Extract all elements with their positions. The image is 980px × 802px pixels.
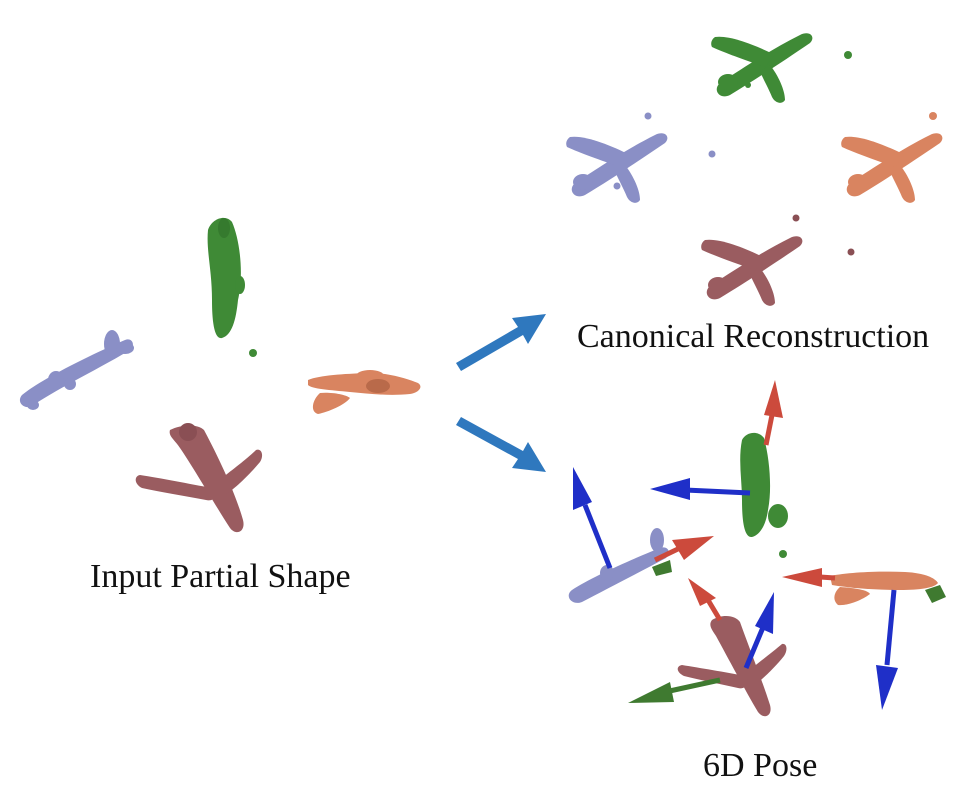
pose-axis-red-blue <box>653 536 714 563</box>
pose-axis-green-maroon <box>628 677 721 703</box>
canonical-point-maroon-2 <box>847 248 855 256</box>
input-plane-orange <box>308 370 421 414</box>
canonical-panel <box>566 33 943 306</box>
pose-axis-blue-blue <box>573 467 613 569</box>
caption-canonical-reconstruction: Canonical Reconstruction <box>577 318 930 355</box>
pose-axis-red-orange <box>782 568 836 587</box>
canonical-plane-green <box>711 33 813 103</box>
pose-plane-orange <box>830 571 938 606</box>
caption-6d-pose: 6D Pose <box>703 747 818 784</box>
canonical-point-blue-2 <box>708 150 716 158</box>
input-plane-green <box>207 217 257 357</box>
pose-plane-green <box>740 432 788 558</box>
pose-axis-blue-green <box>650 478 751 500</box>
pose-axis-blue-orange <box>876 589 898 710</box>
input-panel <box>19 217 421 533</box>
pose-axis-green-blue <box>652 560 672 576</box>
caption-input-partial-shape: Input Partial Shape <box>90 558 351 595</box>
canonical-point-green <box>844 51 852 59</box>
pose-plane-blue <box>568 528 669 603</box>
pose-axis-green-orange <box>925 585 946 603</box>
canonical-point-orange <box>929 112 937 120</box>
input-plane-maroon <box>135 423 263 533</box>
input-plane-blue <box>19 330 134 410</box>
canonical-point-blue-3 <box>613 182 621 190</box>
canonical-point-blue-1 <box>644 112 652 120</box>
pose-axis-red-maroon <box>688 578 723 622</box>
pose-axis-red-green <box>763 380 783 446</box>
pose-axis-blue-maroon <box>743 592 774 669</box>
canonical-plane-maroon <box>701 236 803 306</box>
canonical-point-maroon-1 <box>792 214 800 222</box>
flow-arrow-to-canonical <box>456 314 546 371</box>
flow-arrow-to-pose <box>456 417 546 472</box>
pose-panel <box>568 380 946 717</box>
pose-plane-maroon <box>677 616 787 717</box>
canonical-plane-blue <box>566 133 668 203</box>
canonical-plane-orange <box>841 133 943 203</box>
